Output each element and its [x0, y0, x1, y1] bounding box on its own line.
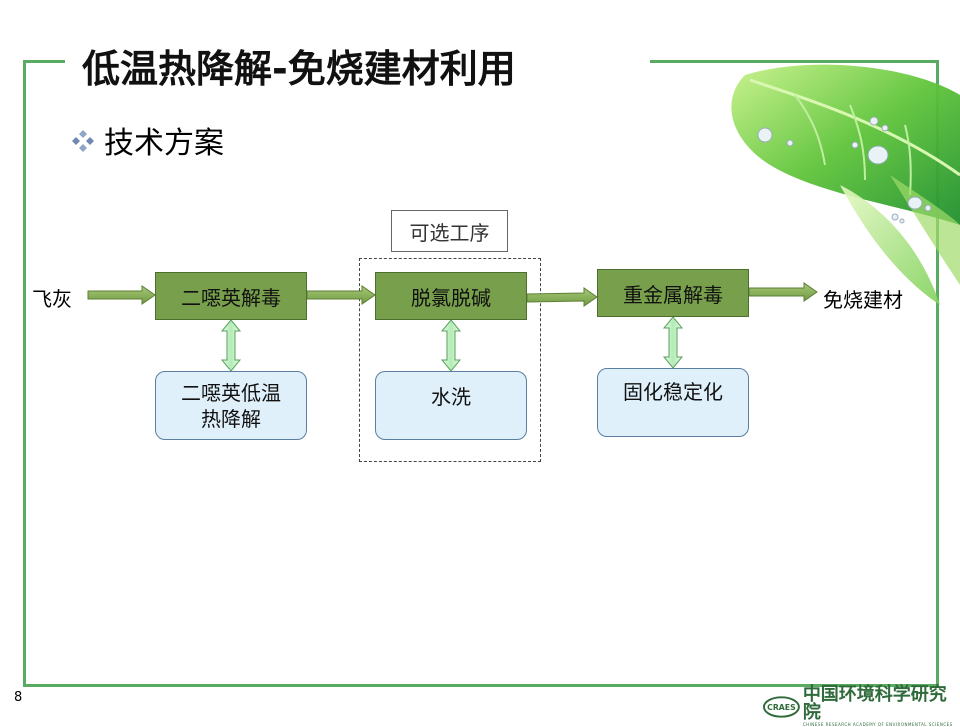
- double-arrow-step3: [662, 316, 684, 369]
- step-dechlorination: 脱氯脱碱: [375, 272, 527, 320]
- bullet-item: 技术方案: [70, 118, 224, 162]
- substep-line-1: 二噁英低温: [181, 380, 281, 405]
- substep-water-wash: 水洗: [375, 371, 527, 440]
- slide-title: 低温热降解-免烧建材利用: [82, 47, 516, 91]
- frame-bottom: [23, 684, 939, 687]
- flow-output-label: 免烧建材: [823, 288, 903, 312]
- step-heavy-metal-detox: 重金属解毒: [597, 269, 749, 317]
- substep-low-temp-degradation: 二噁英低温 热降解: [155, 371, 307, 440]
- institution-logo: CRAES 中国环境科学研究院 CHINESE RESEARCH ACADEMY…: [762, 686, 960, 727]
- logo-name: 中国环境科学研究院: [802, 684, 947, 723]
- frame-top-right: [650, 60, 939, 63]
- bullet-text: 技术方案: [104, 126, 224, 161]
- craes-logo-icon: CRAES: [762, 695, 800, 718]
- arrow-input-to-step1: [87, 285, 156, 305]
- diamond-bullet-icon: [72, 130, 94, 152]
- double-arrow-step2: [440, 319, 462, 372]
- leaf-decoration-icon: [731, 64, 960, 305]
- optional-process-group: [359, 258, 541, 462]
- arrow-step3-to-output: [748, 282, 818, 302]
- double-arrow-step1: [220, 319, 242, 372]
- substep-solidification: 固化稳定化: [597, 368, 749, 437]
- substep-line-2: 热降解: [201, 406, 261, 431]
- frame-top-left: [23, 60, 65, 63]
- page-number: 8: [14, 690, 23, 705]
- arrow-step1-to-step2: [306, 285, 376, 305]
- substep-line-1: 水洗: [431, 385, 471, 409]
- step-dioxin-detox: 二噁英解毒: [155, 272, 307, 320]
- logo-subtitle: CHINESE RESEARCH ACADEMY OF ENVIRONMENTA…: [802, 722, 953, 727]
- arrow-step2-to-step3: [526, 287, 598, 307]
- flow-input-label: 飞灰: [32, 287, 72, 311]
- substep-line-1: 固化稳定化: [623, 380, 723, 404]
- frame-right: [936, 60, 939, 687]
- logo-abbr: CRAES: [767, 702, 796, 711]
- optional-process-label: 可选工序: [391, 210, 508, 252]
- frame-left: [23, 60, 26, 687]
